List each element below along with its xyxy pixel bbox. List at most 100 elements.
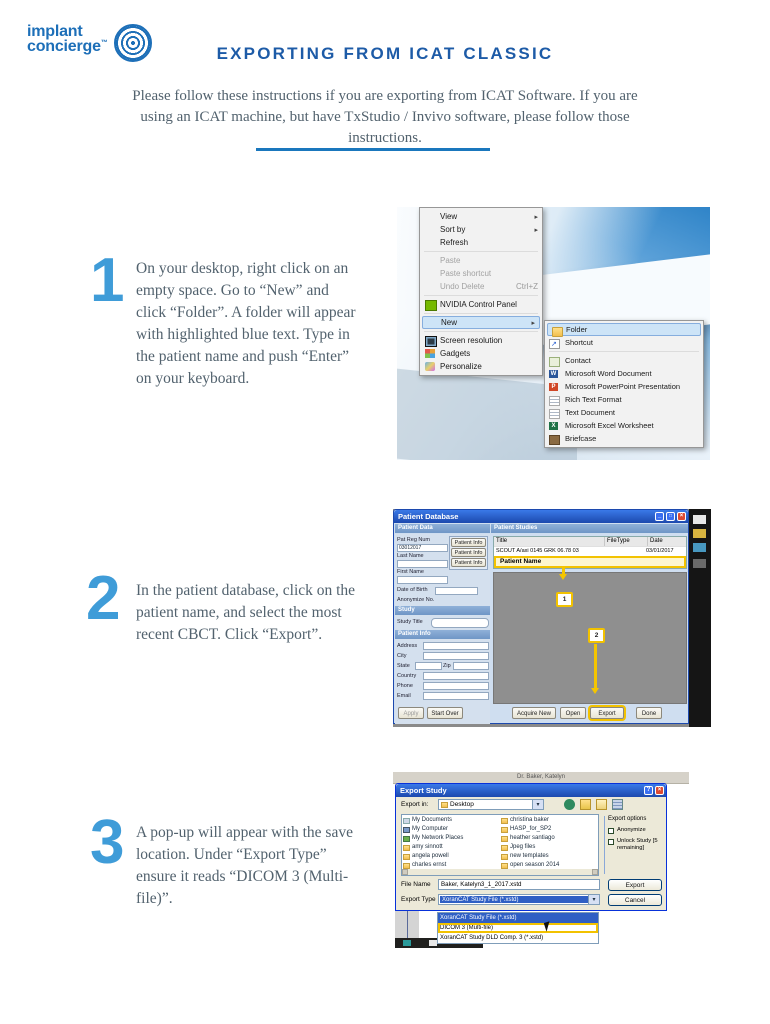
unlock-study-checkbox[interactable] xyxy=(608,839,614,845)
export-type-dropdown[interactable]: XoranCAT Study File (*.xstd) xyxy=(438,894,600,905)
sidebar-tool-icon[interactable] xyxy=(693,543,706,552)
export-options-label: Export options xyxy=(608,816,647,822)
study-title-field[interactable] xyxy=(431,618,489,628)
dropdown-option-dicom3[interactable]: DICOM 3 (Multi-file) xyxy=(438,923,598,933)
close-button[interactable] xyxy=(655,786,664,795)
maximize-button[interactable] xyxy=(666,512,675,521)
menu-item-label: Microsoft Excel Worksheet xyxy=(565,421,654,430)
file-list-item[interactable]: amy sinnott xyxy=(402,843,508,852)
scroll-left-arrow[interactable] xyxy=(402,869,408,875)
menu-item-personalize[interactable]: Personalize xyxy=(420,360,542,373)
submenu-item-briefcase[interactable]: Briefcase xyxy=(545,432,703,445)
file-list-item[interactable]: HASP_for_SP2 xyxy=(500,825,608,834)
horizontal-scrollbar[interactable] xyxy=(402,869,598,875)
patient-database-window: Patient Database Patient Data Patient St… xyxy=(393,509,689,724)
dropdown-option-selected[interactable]: XoranCAT Study File (*.xstd) xyxy=(438,913,598,923)
acquire-new-button[interactable]: Acquire New xyxy=(512,707,556,719)
menu-separator xyxy=(424,313,538,314)
file-list-item[interactable]: open season 2014 xyxy=(500,861,608,870)
submenu-item-rtf[interactable]: Rich Text Format xyxy=(545,393,703,406)
pat-reg-field[interactable]: 03012017 xyxy=(397,544,448,552)
folder-icon xyxy=(501,835,508,842)
views-icon[interactable] xyxy=(612,799,623,810)
sidebar-tool-icon[interactable] xyxy=(693,559,706,568)
dob-field[interactable] xyxy=(435,587,478,595)
back-icon[interactable] xyxy=(564,799,575,810)
submenu-item-contact[interactable]: Contact xyxy=(545,354,703,367)
file-list-item[interactable]: christina baker xyxy=(500,816,608,825)
submenu-item-word[interactable]: Microsoft Word Document xyxy=(545,367,703,380)
start-over-button[interactable]: Start Over xyxy=(427,707,463,719)
submenu-item-shortcut[interactable]: Shortcut xyxy=(545,336,703,351)
sidebar-tool-icon[interactable] xyxy=(693,529,706,538)
file-list-item[interactable]: charles ernst xyxy=(402,861,508,870)
export-button[interactable]: Export xyxy=(608,879,662,891)
state-field[interactable] xyxy=(415,662,442,670)
menu-item-gadgets[interactable]: Gadgets xyxy=(420,347,542,360)
patient-info-button[interactable]: Patient Info xyxy=(451,538,486,547)
file-name-input[interactable]: Baker, Katelyn3_1_2017.xstd xyxy=(438,879,600,890)
city-field[interactable] xyxy=(423,652,489,660)
dialog-titlebar[interactable]: Export Study xyxy=(396,784,666,797)
dropdown-option-dld[interactable]: XoranCAT Study DLD Comp. 3 (*.xstd) xyxy=(440,935,544,941)
phone-field[interactable] xyxy=(423,682,489,690)
up-one-level-icon[interactable] xyxy=(580,799,591,810)
address-field[interactable] xyxy=(423,642,489,650)
file-list-item[interactable]: My Documents xyxy=(402,816,508,825)
file-list-item[interactable]: angela powell xyxy=(402,852,508,861)
file-list-item[interactable]: heather santiago xyxy=(500,834,608,843)
submenu-item-text-document[interactable]: Text Document xyxy=(545,406,703,419)
menu-item-refresh[interactable]: Refresh xyxy=(420,236,542,249)
menu-item-nvidia-control-panel[interactable]: NVIDIA Control Panel xyxy=(420,298,542,311)
column-header-date[interactable]: Date xyxy=(650,538,663,544)
help-button[interactable] xyxy=(644,786,653,795)
cancel-button[interactable]: Cancel xyxy=(608,894,662,906)
last-name-field[interactable] xyxy=(397,560,448,568)
logo-spiral-icon xyxy=(113,24,152,62)
folder-icon xyxy=(552,326,563,337)
file-list-item[interactable]: Jpeg files xyxy=(500,843,608,852)
study-row[interactable]: SCOUT A/axi 0145 GRK 06.78 03 03/01/2017 xyxy=(494,546,686,556)
file-name: My Network Places xyxy=(412,835,464,841)
callout-1: 1 xyxy=(556,592,573,607)
chevron-down-icon[interactable] xyxy=(588,895,599,904)
export-in-dropdown[interactable]: Desktop xyxy=(438,799,544,810)
menu-item-view[interactable]: View xyxy=(420,210,542,223)
anonymize-checkbox[interactable] xyxy=(608,828,614,834)
folder-icon xyxy=(501,826,508,833)
patient-info-button[interactable]: Patient Info xyxy=(451,558,486,567)
background-window-title: Dr. Baker, Katelyn xyxy=(516,774,566,780)
patient-info-button[interactable]: Patient Info xyxy=(451,548,486,557)
zip-field[interactable] xyxy=(453,662,489,670)
menu-item-sort-by[interactable]: Sort by xyxy=(420,223,542,236)
done-button[interactable]: Done xyxy=(636,707,662,719)
window-titlebar[interactable]: Patient Database xyxy=(394,510,688,523)
menu-item-label: Shortcut xyxy=(565,338,593,347)
folder-icon xyxy=(403,844,410,851)
chevron-down-icon[interactable] xyxy=(532,800,543,809)
open-button[interactable]: Open xyxy=(560,707,586,719)
submenu-item-excel[interactable]: Microsoft Excel Worksheet xyxy=(545,419,703,432)
first-name-field[interactable] xyxy=(397,576,448,584)
export-button[interactable]: Export xyxy=(590,707,624,719)
file-list-item[interactable]: My Network Places xyxy=(402,834,508,843)
close-button[interactable] xyxy=(677,512,686,521)
new-folder-icon[interactable] xyxy=(596,799,607,810)
submenu-item-powerpoint[interactable]: Microsoft PowerPoint Presentation xyxy=(545,380,703,393)
submenu-item-folder[interactable]: Folder xyxy=(547,323,701,337)
file-name-label: File Name xyxy=(401,881,431,888)
menu-item-new[interactable]: New xyxy=(422,316,540,329)
minimize-button[interactable] xyxy=(655,512,664,521)
file-list-item[interactable]: new templates xyxy=(500,852,608,861)
screenshot-step2-patient-database: Patient Database Patient Data Patient St… xyxy=(393,509,711,727)
column-header-title[interactable]: Title xyxy=(494,537,605,546)
email-field[interactable] xyxy=(423,692,489,700)
highlighted-patient-row[interactable]: Patient Name xyxy=(494,556,686,568)
column-header-filetype[interactable]: FileType xyxy=(605,537,648,546)
sidebar-tool-icon[interactable] xyxy=(693,515,706,524)
menu-item-screen-resolution[interactable]: Screen resolution xyxy=(420,334,542,347)
country-field[interactable] xyxy=(423,672,489,680)
scroll-right-arrow[interactable] xyxy=(592,869,598,875)
file-list-item[interactable]: My Computer xyxy=(402,825,508,834)
